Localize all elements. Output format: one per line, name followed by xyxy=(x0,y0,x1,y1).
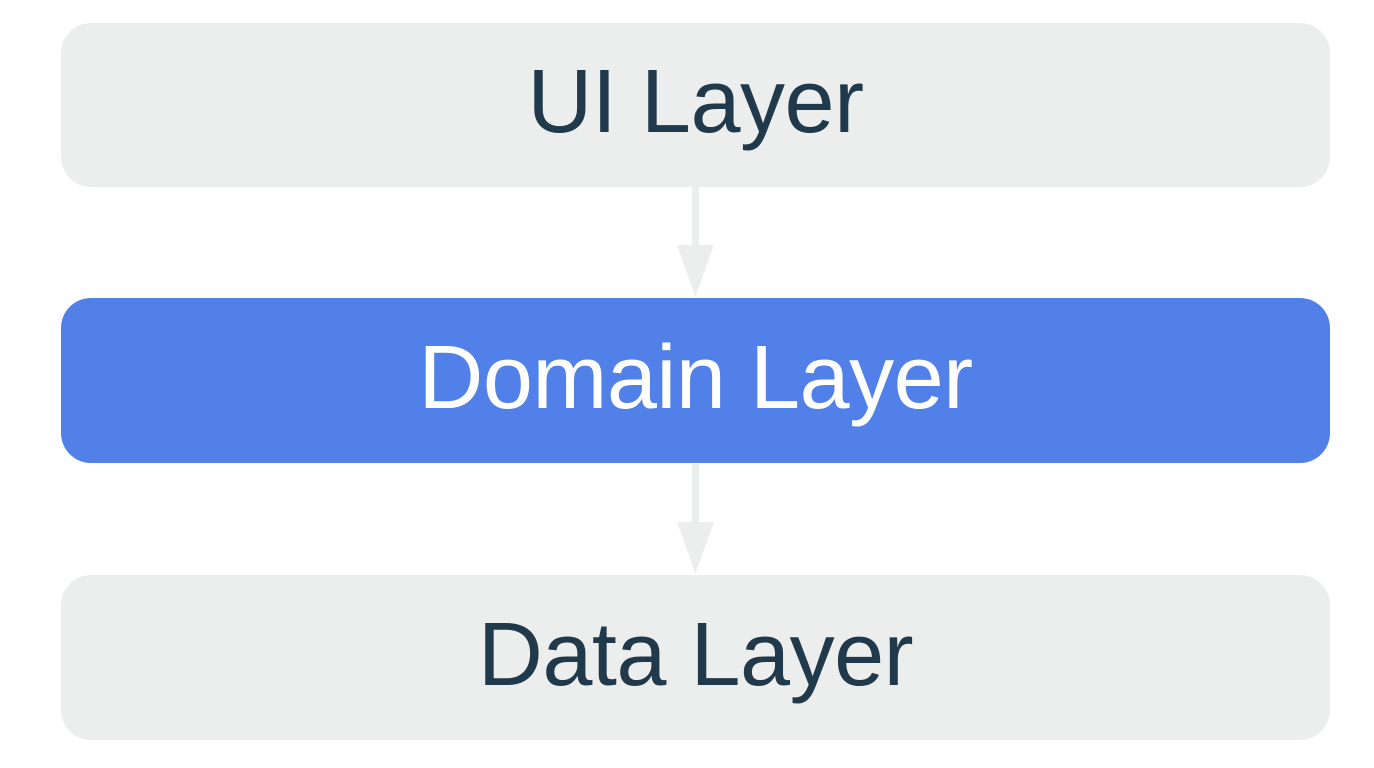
node-ui-layer: UI Layer xyxy=(61,23,1330,187)
node-domain-layer: Domain Layer xyxy=(61,298,1330,463)
arrow-down-icon xyxy=(677,464,714,574)
node-domain-layer-label: Domain Layer xyxy=(418,327,973,428)
arrow-down-icon xyxy=(677,187,714,297)
node-data-layer-label: Data Layer xyxy=(477,604,914,705)
node-data-layer: Data Layer xyxy=(61,575,1330,740)
node-ui-layer-label: UI Layer xyxy=(527,52,864,152)
